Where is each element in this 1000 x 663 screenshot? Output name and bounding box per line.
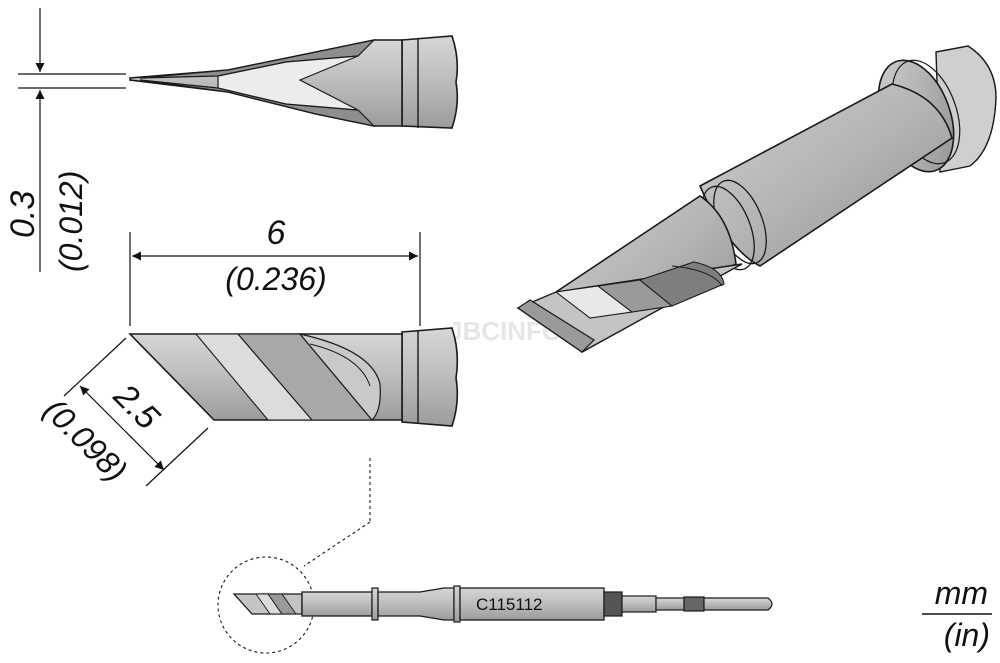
length-mm-label: 6	[267, 214, 286, 252]
units-primary-label: mm	[935, 575, 988, 611]
insulation-band	[603, 591, 623, 617]
width-mm-label: 2.5	[106, 376, 167, 437]
isometric-view	[516, 45, 997, 354]
length-dimension: 6 (0.236)	[129, 214, 421, 326]
full-tip-view: C115112	[217, 458, 773, 654]
length-in-label: (0.236)	[225, 261, 326, 297]
thickness-dimension: 0.3 (0.012)	[4, 8, 126, 272]
top-view	[129, 35, 459, 129]
part-number-label: C115112	[476, 595, 542, 614]
thickness-in-label: (0.012)	[53, 171, 89, 272]
thickness-mm-label: 0.3	[4, 191, 42, 238]
side-view	[128, 327, 459, 427]
units-legend: mm (in)	[922, 575, 992, 653]
contact-band	[683, 596, 705, 612]
units-secondary-label: (in)	[944, 617, 990, 653]
